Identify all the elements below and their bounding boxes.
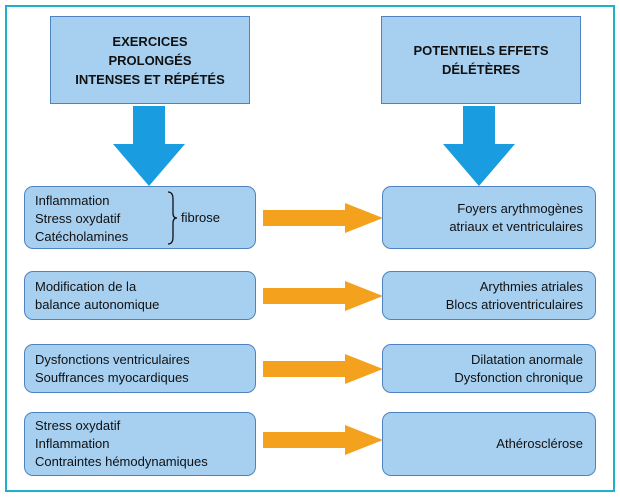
cause-box-4: Stress oxydatif Inflammation Contraintes… — [24, 412, 256, 476]
fibrose-label: fibrose — [181, 210, 221, 225]
effect-line: Foyers arythmogènes — [457, 200, 583, 216]
arrow-right-icon — [263, 203, 383, 233]
effect-box-3: Dilatation anormale Dysfonction chroniqu… — [382, 344, 596, 393]
header-right-line: POTENTIELS EFFETS — [413, 43, 549, 58]
effect-line: Dysfonction chronique — [454, 369, 583, 385]
effect-line: Athérosclérose — [496, 436, 583, 451]
effect-line: Dilatation anormale — [470, 351, 583, 367]
effect-box-2: Arythmies atriales Blocs atrioventricula… — [382, 271, 596, 320]
arrow-down-icon — [443, 106, 515, 186]
curly-brace-icon — [167, 191, 177, 245]
arrow-right-icon — [263, 281, 383, 311]
arrow-right-icon — [263, 425, 383, 455]
cause-line: Inflammation — [35, 436, 110, 451]
effect-line: atriaux et ventriculaires — [449, 218, 583, 234]
header-right-box: POTENTIELS EFFETS DÉLÉTÈRES — [381, 16, 581, 104]
effect-box-4: Athérosclérose — [382, 412, 596, 476]
header-left-box: EXERCICES PROLONGÉS INTENSES ET RÉPÉTÉS — [50, 16, 250, 104]
cause-line: Stress oxydatif — [35, 418, 121, 433]
header-left-line: PROLONGÉS — [108, 52, 192, 68]
cause-line: Modification de la — [35, 278, 137, 294]
cause-box-1: Inflammation Stress oxydatif Catécholami… — [24, 186, 256, 249]
cause-line: Dysfonctions ventriculaires — [35, 351, 190, 367]
cause-line: Catécholamines — [35, 229, 129, 244]
cause-line: balance autonomique — [35, 296, 160, 312]
cause-line: Souffrances myocardiques — [35, 369, 189, 385]
cause-box-2: Modification de la balance autonomique — [24, 271, 256, 320]
effect-box-1: Foyers arythmogènes atriaux et ventricul… — [382, 186, 596, 249]
effect-line: Arythmies atriales — [479, 278, 583, 294]
effect-line: Blocs atrioventriculaires — [445, 296, 583, 312]
header-left-line: INTENSES ET RÉPÉTÉS — [75, 71, 225, 87]
header-left-line: EXERCICES — [112, 33, 188, 49]
header-right-line: DÉLÉTÈRES — [441, 62, 520, 77]
cause-line: Stress oxydatif — [35, 211, 121, 226]
arrow-down-icon — [113, 106, 185, 186]
cause-line: Inflammation — [35, 193, 110, 208]
cause-box-3: Dysfonctions ventriculaires Souffrances … — [24, 344, 256, 393]
cause-line: Contraintes hémodynamiques — [35, 454, 208, 469]
arrow-right-icon — [263, 354, 383, 384]
